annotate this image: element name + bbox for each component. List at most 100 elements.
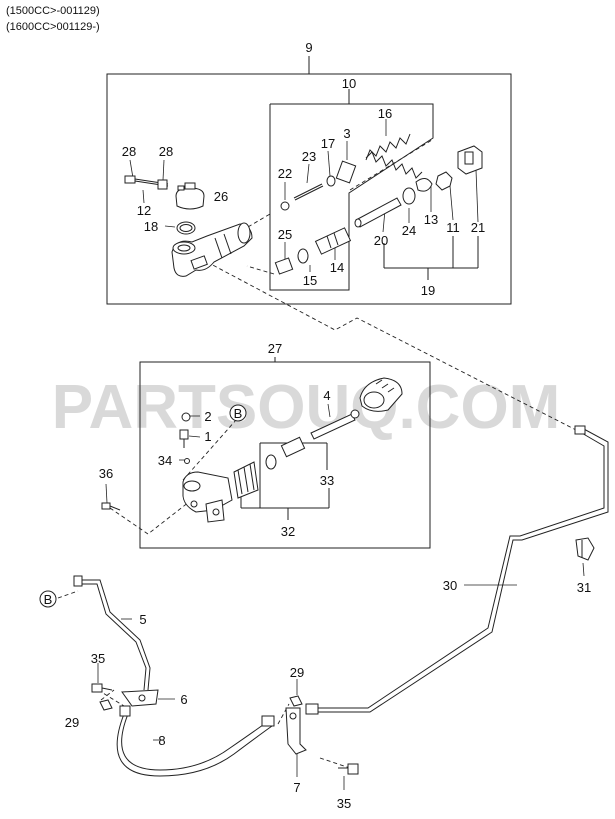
nut-28 [157, 179, 168, 190]
leader-11 [449, 185, 454, 221]
bleeder-1 [179, 429, 189, 448]
callout-29a[interactable]: 29 [65, 715, 79, 730]
callout-28a[interactable]: 28 [122, 144, 136, 159]
callout-35b[interactable]: 35 [337, 796, 351, 811]
assembly-box-10 [269, 103, 434, 291]
washer-22 [280, 201, 290, 211]
reference-b-lower: B [39, 590, 57, 608]
dashed-link-hose [206, 261, 581, 433]
washer-24 [402, 187, 416, 205]
spring-16 [365, 133, 423, 179]
ring-17 [326, 175, 336, 187]
boot-32 [233, 461, 259, 499]
callout-23[interactable]: 23 [302, 149, 316, 164]
clip-29a [99, 699, 113, 711]
callout-33[interactable]: 33 [320, 473, 334, 488]
callout-30[interactable]: 30 [443, 578, 457, 593]
clip-29b [289, 695, 303, 707]
cap-2 [181, 412, 191, 422]
callout-17[interactable]: 17 [321, 136, 335, 151]
leader-17 [327, 150, 331, 177]
callout-20[interactable]: 20 [374, 233, 388, 248]
bracket-32 [240, 488, 330, 520]
callout-3[interactable]: 3 [343, 126, 350, 141]
dashed-link-29b [277, 703, 290, 725]
rod-23 [293, 183, 324, 201]
callout-16[interactable]: 16 [378, 106, 392, 121]
reference-b-lower-label: B [44, 592, 53, 607]
pipe-30-end-fitting [574, 425, 586, 435]
callout-25[interactable]: 25 [278, 227, 292, 242]
piston-14 [314, 227, 352, 255]
callout-9[interactable]: 9 [305, 40, 312, 55]
callout-28b[interactable]: 28 [159, 144, 173, 159]
callout-10[interactable]: 10 [342, 76, 356, 91]
callout-32[interactable]: 32 [281, 524, 295, 539]
callout-5[interactable]: 5 [139, 612, 146, 627]
dashed-link-35b [319, 757, 351, 769]
clevis-21 [457, 145, 483, 175]
clip-31 [575, 537, 595, 561]
bracket-19 [383, 236, 479, 280]
header-line-1: (1500CC>-001129) [6, 5, 100, 17]
callout-31[interactable]: 31 [577, 580, 591, 595]
leader-21 [475, 169, 479, 223]
bracket-7 [285, 707, 307, 755]
reference-b-upper-label: B [234, 406, 243, 421]
reference-b-upper: B [229, 404, 247, 422]
callout-19[interactable]: 19 [421, 283, 435, 298]
dashed-link-25 [246, 265, 275, 275]
callout-27[interactable]: 27 [268, 341, 282, 356]
callout-13[interactable]: 13 [424, 212, 438, 227]
o-ring-18 [176, 221, 196, 235]
callout-22[interactable]: 22 [278, 166, 292, 181]
assembly-box-27 [139, 361, 431, 549]
dashed-link-29a [100, 689, 115, 701]
callout-35a[interactable]: 35 [91, 651, 105, 666]
leader-12 [142, 189, 145, 204]
callout-7[interactable]: 7 [293, 780, 300, 795]
dashed-link-35a [97, 689, 125, 707]
callout-24[interactable]: 24 [402, 223, 416, 238]
release-cylinder-body [182, 471, 233, 523]
push-rod-20 [354, 197, 402, 228]
callout-6[interactable]: 6 [180, 692, 187, 707]
leader-28a [129, 159, 134, 179]
pipe-5-fitting [73, 575, 83, 587]
callout-2[interactable]: 2 [204, 409, 211, 424]
pipe-5 [78, 579, 151, 691]
callout-8[interactable]: 8 [158, 733, 165, 748]
spring-cup-27 [359, 377, 403, 412]
ball-34 [184, 458, 190, 464]
pipe-30 [316, 427, 609, 713]
callout-18[interactable]: 18 [144, 219, 158, 234]
push-rod-4 [310, 409, 360, 440]
callout-12[interactable]: 12 [137, 203, 151, 218]
nut-11 [435, 171, 453, 191]
bolt-35a [91, 683, 113, 693]
callout-1[interactable]: 1 [204, 429, 211, 444]
bracket-6 [121, 689, 159, 707]
callout-34[interactable]: 34 [158, 453, 172, 468]
callout-21[interactable]: 21 [471, 220, 485, 235]
leader-31 [582, 562, 585, 577]
leader-18 [164, 225, 176, 228]
dashed-link-B1 [182, 419, 237, 481]
clip-13 [415, 178, 433, 192]
retainer-3 [335, 160, 357, 184]
callout-29b[interactable]: 29 [290, 665, 304, 680]
callout-15[interactable]: 15 [303, 273, 317, 288]
cup-15 [274, 257, 294, 275]
hose-8 [116, 713, 273, 777]
callout-26[interactable]: 26 [214, 189, 228, 204]
piston-33 [280, 436, 306, 458]
clutch-master-cylinder-body [171, 222, 253, 277]
callout-14[interactable]: 14 [330, 260, 344, 275]
ring-33 [265, 454, 277, 470]
leader-4 [327, 403, 331, 418]
leader-36 [105, 483, 108, 504]
callout-36[interactable]: 36 [99, 466, 113, 481]
callout-11[interactable]: 11 [446, 220, 460, 235]
callout-4[interactable]: 4 [323, 388, 330, 403]
